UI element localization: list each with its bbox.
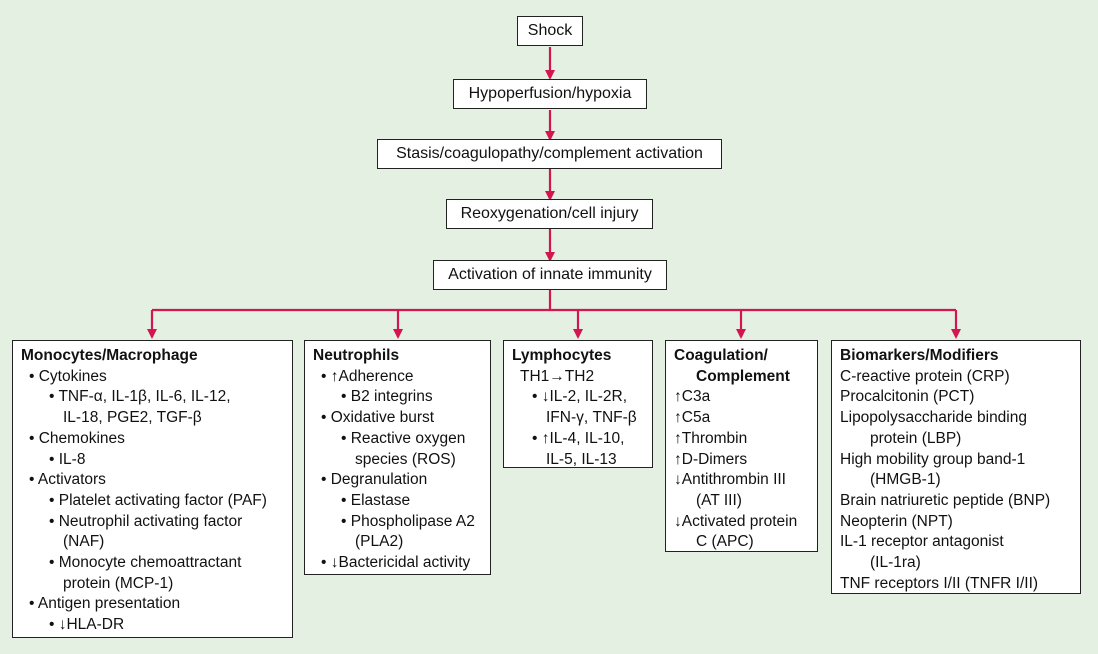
list-item: • Activators: [29, 471, 106, 489]
category-box-neutrophils: Neutrophils • ↑Adherence • B2 integrins …: [304, 340, 491, 575]
list-item: • Monocyte chemoattractant: [49, 554, 242, 572]
list-item: • Neutrophil activating factor: [49, 512, 243, 530]
list-item: TNF receptors I/II (TNFR I/II): [840, 574, 1039, 592]
list-item: High mobility group band-1: [840, 450, 1026, 468]
list-item: • ↓Bactericidal activity: [321, 554, 471, 572]
list-item-continuation: protein (LBP): [870, 429, 962, 447]
category-box-monocytes: Monocytes/Macrophage • Cytokines • TNF-α…: [12, 340, 293, 638]
category-box-lymphocytes: Lymphocytes TH1→TH2 • ↓IL-2, IL-2R, IFN-…: [503, 340, 653, 468]
list-item: C-reactive protein (CRP): [840, 367, 1010, 385]
list-item: • Chemokines: [29, 429, 125, 447]
list-item-continuation: (IL-1ra): [870, 554, 921, 572]
list-item-continuation: (NAF): [63, 533, 105, 551]
list-item: Brain natriuretic peptide (BNP): [840, 491, 1051, 509]
list-item-continuation: IL-5, IL-13: [546, 450, 617, 468]
chain-box-shock: Shock: [517, 16, 583, 46]
category-title: Monocytes/Macrophage: [21, 347, 198, 364]
list-item: • ↓HLA-DR: [49, 616, 125, 634]
list-item: • ↑Adherence: [321, 367, 414, 385]
th-shift-line: TH1→TH2: [520, 367, 595, 385]
list-item: • Elastase: [341, 491, 411, 509]
list-item: • Cytokines: [29, 367, 107, 385]
chain-label: Activation of innate immunity: [448, 266, 652, 283]
category-title-continuation: Complement: [696, 367, 790, 385]
list-item: • Degranulation: [321, 471, 428, 489]
list-item: • ↑IL-4, IL-10,: [532, 429, 625, 447]
list-item-continuation: IFN-γ, TNF-β: [546, 409, 637, 427]
list-item-continuation: species (ROS): [355, 450, 456, 468]
list-item: Lipopolysaccharide binding: [840, 409, 1027, 427]
chain-label: Hypoperfusion/hypoxia: [468, 85, 632, 102]
chain-box-stasis: Stasis/coagulopathy/complement activatio…: [377, 139, 722, 169]
category-title: Neutrophils: [313, 347, 400, 364]
list-item: • Oxidative burst: [321, 409, 435, 427]
list-item: Neopterin (NPT): [840, 512, 953, 530]
list-item: ↑C5a: [674, 409, 711, 427]
chain-label: Reoxygenation/cell injury: [460, 205, 639, 222]
list-item: ↑D-Dimers: [674, 450, 748, 468]
list-item: • Antigen presentation: [29, 595, 181, 613]
category-box-biomarkers: Biomarkers/Modifiers C-reactive protein …: [831, 340, 1081, 594]
category-box-coagulation: Coagulation/ Complement ↑C3a ↑C5a ↑Throm…: [665, 340, 818, 552]
list-item: • B2 integrins: [341, 388, 433, 406]
list-item-continuation: C (APC): [696, 533, 754, 551]
list-item-continuation: IL-18, PGE2, TGF-β: [63, 409, 202, 427]
chain-box-hypoperfusion: Hypoperfusion/hypoxia: [453, 79, 647, 109]
list-item: • IL-8: [49, 450, 86, 468]
chain-label: Stasis/coagulopathy/complement activatio…: [396, 145, 703, 162]
list-item: • Phospholipase A2: [341, 512, 475, 530]
list-item: ↓Antithrombin III: [674, 471, 786, 489]
list-item: • TNF-α, IL-1β, IL-6, IL-12,: [49, 388, 231, 406]
category-title: Coagulation/: [674, 347, 768, 364]
list-item: • ↓IL-2, IL-2R,: [532, 388, 628, 406]
list-item-continuation: (HMGB-1): [870, 471, 941, 489]
list-item-continuation: (AT III): [696, 491, 742, 509]
list-item: IL-1 receptor antagonist: [840, 533, 1004, 551]
chain-box-innate-immunity: Activation of innate immunity: [433, 260, 667, 290]
category-title: Lymphocytes: [512, 347, 612, 364]
list-item: • Platelet activating factor (PAF): [49, 491, 267, 509]
list-item: ↑Thrombin: [674, 429, 748, 447]
chain-label: Shock: [527, 22, 573, 39]
chain-box-reoxygenation: Reoxygenation/cell injury: [446, 199, 653, 229]
list-item: Procalcitonin (PCT): [840, 388, 975, 406]
list-item: • Reactive oxygen: [341, 429, 466, 447]
list-item: ↑C3a: [674, 388, 711, 406]
list-item-continuation: protein (MCP-1): [63, 574, 174, 592]
list-item: ↓Activated protein: [674, 512, 798, 530]
list-item-continuation: (PLA2): [355, 533, 404, 551]
category-title: Biomarkers/Modifiers: [840, 347, 999, 364]
